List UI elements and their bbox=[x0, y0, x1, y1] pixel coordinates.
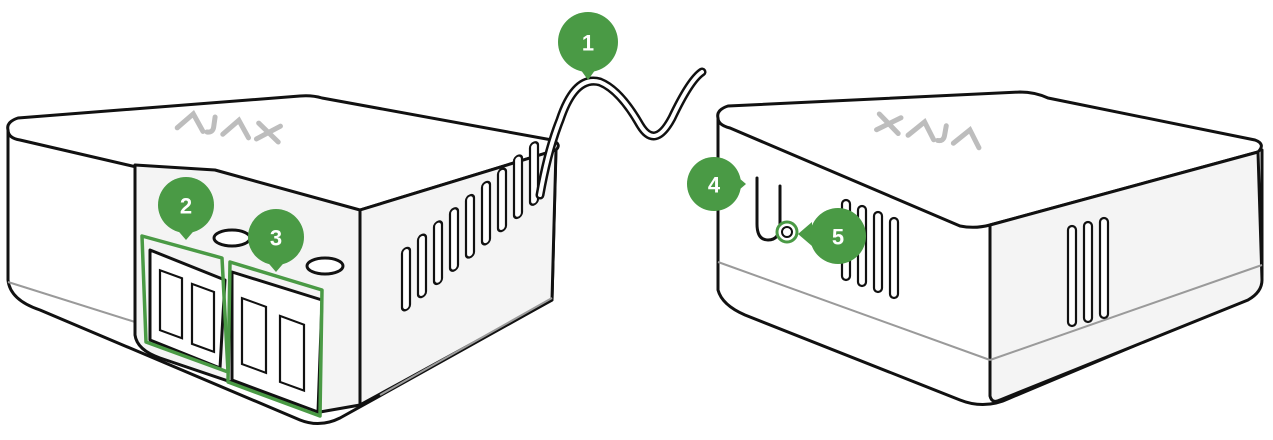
callout-3-circle bbox=[248, 209, 304, 265]
antenna-wire bbox=[538, 70, 704, 197]
vent-slot bbox=[400, 246, 412, 312]
callout-1-circle bbox=[558, 12, 618, 72]
callout-3-label: 3 bbox=[270, 226, 282, 251]
terminal-2-slot bbox=[190, 282, 216, 354]
callout-3: 3 bbox=[248, 209, 304, 272]
callout-4: 4 bbox=[687, 157, 746, 211]
left-device-top bbox=[6, 94, 560, 215]
vent-slot bbox=[872, 210, 884, 294]
right-device bbox=[716, 90, 1264, 406]
callout-2-label: 2 bbox=[180, 194, 192, 219]
left-band-line bbox=[7, 281, 136, 323]
vent-slot bbox=[512, 154, 524, 220]
left-logo bbox=[174, 110, 283, 145]
callout-4-label: 4 bbox=[708, 173, 721, 198]
terminal-block-2 bbox=[148, 228, 252, 370]
right-logo bbox=[874, 111, 982, 151]
terminal-3-slot bbox=[240, 296, 268, 375]
callout-5-label: 5 bbox=[832, 225, 844, 250]
callout-1-label: 1 bbox=[582, 31, 594, 56]
antenna-wire-outline bbox=[535, 67, 707, 200]
terminal-block-3 bbox=[230, 256, 345, 414]
left-vents bbox=[400, 141, 540, 312]
vent-slot bbox=[448, 207, 460, 272]
highlight-terminal-3 bbox=[226, 260, 324, 418]
vent-slot bbox=[416, 233, 428, 299]
terminal-3-slot bbox=[278, 314, 306, 393]
terminal-3-screw bbox=[305, 256, 345, 276]
right-band-line-right bbox=[989, 264, 1263, 361]
vent-slot bbox=[1066, 224, 1078, 328]
vent-slot bbox=[1082, 220, 1094, 324]
right-band-line bbox=[717, 261, 991, 361]
right-device-side bbox=[988, 150, 1264, 403]
led-indicator bbox=[781, 226, 793, 238]
left-band-line-right bbox=[379, 297, 553, 396]
terminal-2-screw bbox=[212, 228, 252, 248]
vent-slot bbox=[480, 180, 492, 246]
right-side-vents bbox=[1066, 216, 1110, 328]
vent-slot bbox=[1098, 216, 1110, 320]
callout-2-circle bbox=[158, 177, 214, 233]
vent-slot bbox=[528, 141, 540, 206]
callout-1: 1 bbox=[558, 12, 618, 80]
terminal-2-slot bbox=[158, 268, 184, 340]
callout-5-circle bbox=[810, 208, 866, 264]
callout-5: 5 bbox=[798, 208, 866, 264]
vent-slot bbox=[432, 220, 444, 286]
vent-slot bbox=[888, 216, 900, 300]
vent-slot bbox=[464, 193, 476, 259]
right-device-top bbox=[716, 90, 1263, 229]
callout-4-circle bbox=[687, 157, 741, 211]
callout-5-pointer bbox=[798, 222, 812, 246]
vent-slot bbox=[496, 167, 508, 233]
callout-2: 2 bbox=[158, 177, 214, 240]
left-device bbox=[6, 67, 707, 425]
